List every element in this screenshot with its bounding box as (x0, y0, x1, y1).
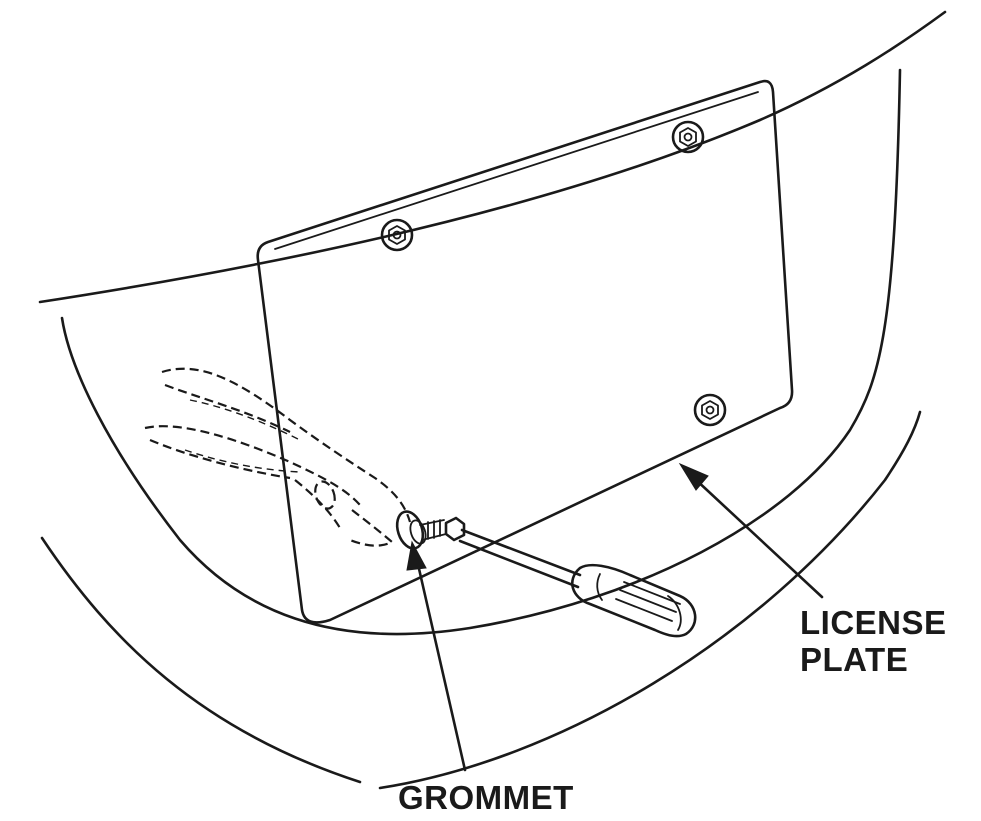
bumper-outline (38, 10, 947, 790)
hex-bolt-icon (380, 218, 414, 252)
license-plate-leader (678, 462, 824, 599)
license-plate (256, 79, 794, 624)
pliers-icon (144, 367, 412, 547)
license-plate-label-line1: LICENSE (800, 604, 947, 641)
plate-bolt-bottom-right (693, 393, 727, 427)
arrowhead-icon (678, 462, 709, 491)
plate-bolt-top-right (671, 120, 705, 154)
license-plate-label-line2: PLATE (800, 641, 909, 678)
hex-bolt-icon (693, 393, 727, 427)
hex-bolt-icon (671, 120, 705, 154)
arrowhead-icon (406, 540, 427, 571)
plate-bolt-top-left (380, 218, 414, 252)
grommet-label: GROMMET (398, 779, 574, 816)
screwdriver-icon (458, 528, 697, 638)
license-plate-label: LICENSE PLATE (800, 604, 947, 678)
grommet-leader (406, 540, 467, 772)
grommet-icon (395, 510, 466, 550)
